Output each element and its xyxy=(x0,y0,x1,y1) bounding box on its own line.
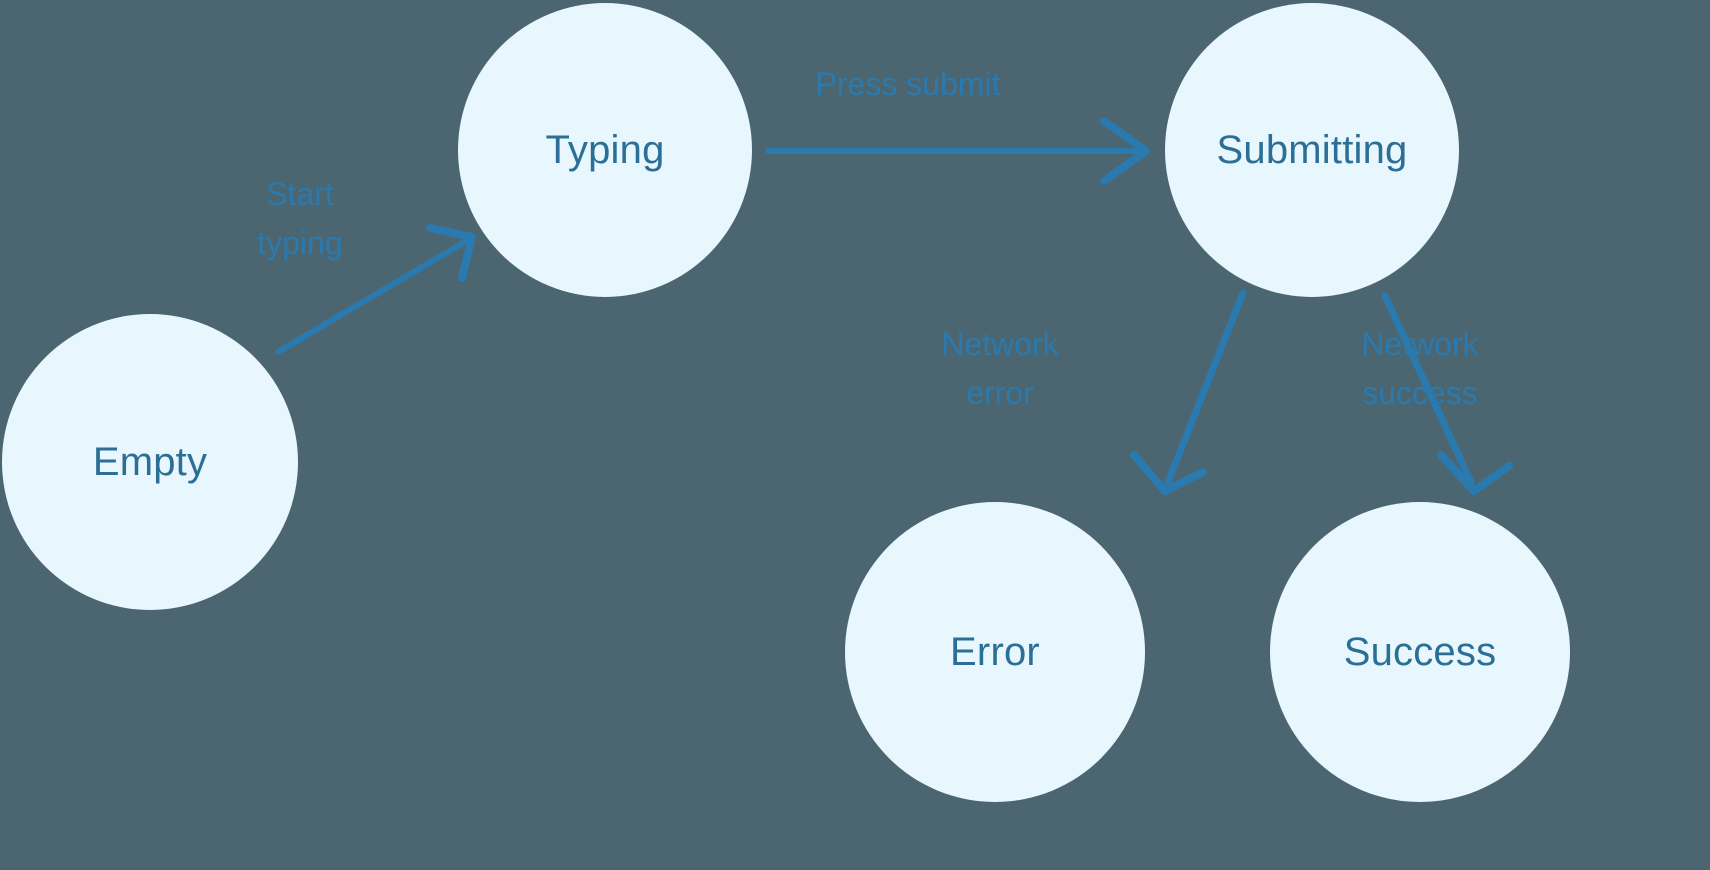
edge-network-error-line xyxy=(1164,289,1247,486)
state-node-success[interactable]: Success xyxy=(1270,502,1570,802)
state-node-empty[interactable]: Empty xyxy=(2,314,298,610)
state-label-typing: Typing xyxy=(545,127,665,172)
edge-network-success-arrowhead xyxy=(1437,451,1513,495)
edge-network-success-line xyxy=(1381,292,1475,486)
edge-network-success xyxy=(1381,292,1513,495)
edge-network-error-arrowhead xyxy=(1130,451,1207,495)
state-node-typing[interactable]: Typing xyxy=(458,3,752,297)
state-label-error: Error xyxy=(950,629,1040,674)
edge-start-typing-arrowhead xyxy=(426,224,476,282)
edge-network-error xyxy=(1130,289,1247,495)
state-label-success: Success xyxy=(1343,629,1497,674)
state-label-submitting: Submitting xyxy=(1216,127,1408,172)
edge-label-network-error: Network error xyxy=(941,326,1059,411)
state-node-error[interactable]: Error xyxy=(845,502,1145,802)
state-label-empty: Empty xyxy=(92,439,208,484)
edge-label-network-success: Network success xyxy=(1361,326,1479,411)
edge-label-start-typing: Start typing xyxy=(257,176,343,261)
edge-press-submit-arrowhead xyxy=(1100,117,1150,185)
state-node-submitting[interactable]: Submitting xyxy=(1165,3,1459,297)
edge-label-press-submit: Press submit xyxy=(815,66,1001,102)
edge-start-typing xyxy=(275,224,476,355)
edge-press-submit xyxy=(765,117,1150,185)
edge-start-typing-line xyxy=(275,237,471,355)
